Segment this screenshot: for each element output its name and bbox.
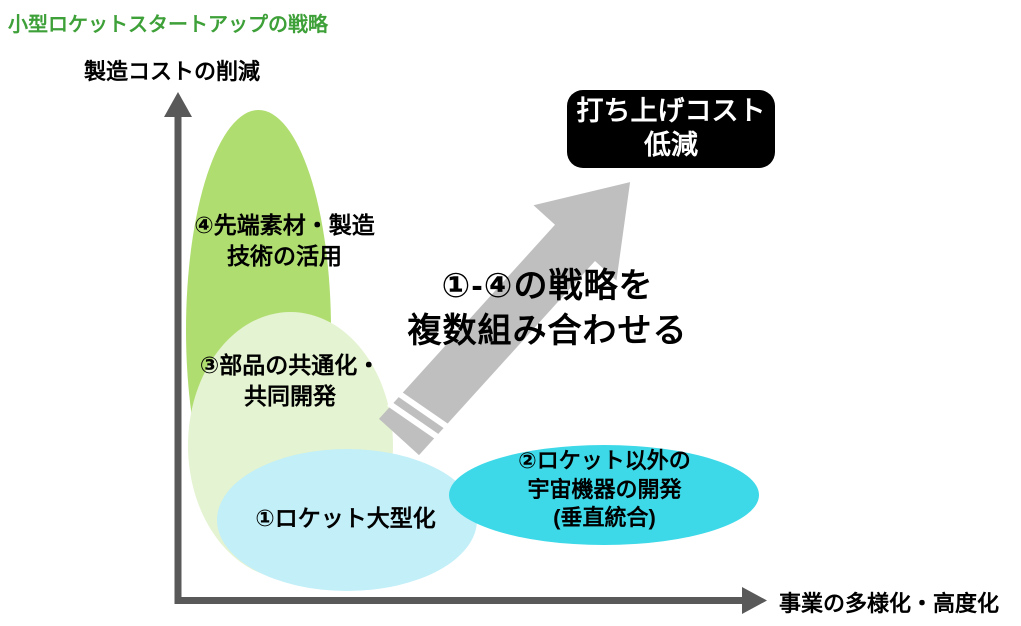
combine-note-line2: 複数組み合わせる (407, 311, 688, 350)
strategy-4-label-line1: ④先端素材・製造 (194, 212, 375, 238)
strategy-2-label-line1: ②ロケット以外の (518, 448, 691, 473)
y-axis-label: 製造コストの削減 (84, 59, 261, 84)
x-axis-line (174, 597, 748, 604)
strategy-1-ellipse (217, 449, 477, 591)
strategy-4-label: ④先端素材・製造 技術の活用 (172, 210, 397, 272)
strategy-3-label-line1: ③部品の共通化・ (199, 352, 381, 378)
arrow-tail-stripe (396, 390, 450, 430)
y-axis-arrowhead-icon (164, 92, 192, 117)
combine-note-line1: ①-④の戦略を (441, 267, 654, 305)
x-axis-arrowhead-icon (742, 587, 767, 614)
strategy-4-label-line2: 技術の活用 (227, 243, 342, 270)
strategy-2-label-line3: (垂直統合) (553, 505, 656, 531)
strategy-2-label: ②ロケット以外の 宇宙機器の開発 (垂直統合) (462, 447, 747, 533)
strategy-1-label-line1: ①ロケット大型化 (255, 505, 436, 531)
strategy-3-label-line2: 共同開発 (244, 383, 336, 410)
goal-box: 打ち上げコスト 低減 (567, 90, 775, 168)
strategy-2-ellipse (449, 445, 759, 545)
strategy-2-label-line2: 宇宙機器の開発 (527, 476, 682, 502)
page-title: 小型ロケットスタートアップの戦略 (8, 14, 328, 36)
x-axis-label: 事業の多様化・高度化 (779, 591, 1000, 616)
combine-note: ①-④の戦略を 複数組み合わせる (375, 264, 720, 354)
goal-box-line2: 低減 (644, 130, 698, 160)
strategy-1-label: ①ロケット大型化 (238, 503, 453, 534)
strategy-3-label: ③部品の共通化・ 共同開発 (175, 350, 405, 412)
goal-box-line1: 打ち上げコスト (576, 96, 766, 127)
